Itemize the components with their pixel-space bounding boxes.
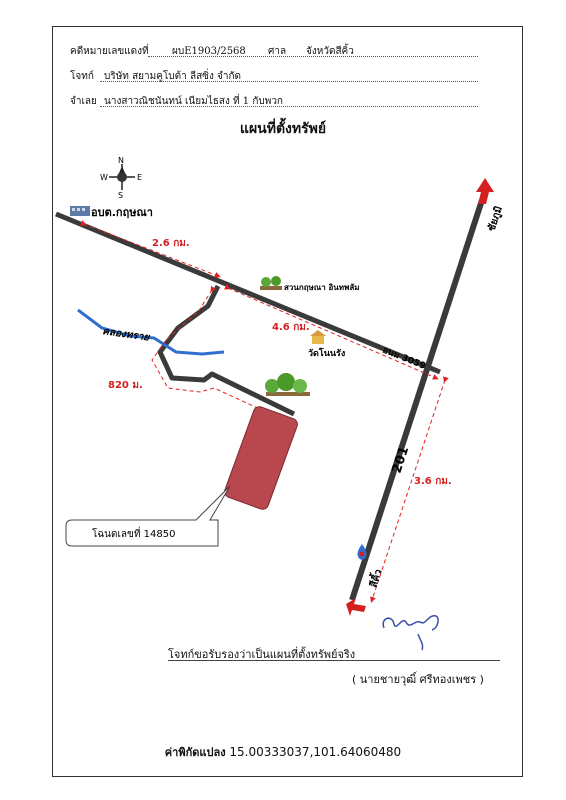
plaintiff-label: โจทก์ [70,71,94,82]
land-parcel [224,406,298,510]
map-title: แผนที่ตั้งทรัพย์ [239,121,327,137]
building-icon [70,206,90,216]
parcel-coordinates: ค่าพิกัดแปลง 15.00333037,101.64060480 [0,743,566,761]
coords-label: ค่าพิกัดแปลง [164,746,226,759]
distance-label-3: 3.6 กม. [414,476,452,487]
compass-s: S [118,191,123,200]
arrow-up-icon [476,178,494,204]
distance-label-2: 4.6 กม. [272,322,310,333]
parcel-callout [65,485,231,547]
court-label: ศาล [268,46,287,57]
park-label: สวนกฤษณา อินทพลัม [284,283,360,292]
plaintiff-name: บริษัท สยามคูโบต้า ลีสซิ่ง จำกัด [104,71,242,82]
distance-arrow-4 [151,285,265,412]
certification-text: โจทก์ขอรับรองว่าเป็นแผนที่ตั้งทรัพย์จริง [168,648,356,661]
defendant-dotted-line [100,106,478,107]
temple-label: วัดโนนรัง [308,347,345,359]
distance-label-1: 2.6 กม. [152,238,190,249]
case-row: คดีหมายเลขแดงที่ ผบE1903/2568 ศาล จังหวั… [70,44,354,59]
defendant-row: จำเลย นางสาวณิชนันทน์ เนียมไธสง ที่ 1 กั… [70,94,283,109]
distance-arrow-3 [370,376,449,603]
distance-label-4: 820 ม. [108,380,143,391]
canal-label: คลองทราย [102,326,151,344]
case-label: คดีหมายเลขแดงที่ [70,46,149,57]
highway-201 [349,199,485,601]
park-tree-icon [260,276,282,290]
signer-name: ( นายชายวุฒิ์ ศรีทองเพชร ) [352,673,484,686]
arrow-down-icon [346,598,366,616]
plaintiff-row: โจทก์ บริษัท สยามคูโบต้า ลีสซิ่ง จำกัด [70,69,241,84]
defendant-name: นางสาวณิชนันทน์ เนียมไธสง ที่ 1 กับพวก [104,96,283,107]
highway-201-label: 201 [390,445,413,475]
compass-rose-icon: N S E W [100,156,142,200]
canal-line [77,308,225,356]
defendant-label: จำเลย [70,96,97,107]
coords-value: 15.00333037,101.64060480 [229,745,402,759]
to-north-label: ชัยภูมิ [485,205,505,234]
page-frame [52,26,523,777]
trees-icon [265,373,310,396]
distance-arrow-1 [80,220,221,278]
road-3059-label: อนม 3059 [381,346,427,372]
plaintiff-dotted-line [100,81,478,82]
signature [382,615,439,651]
to-south-label: สีคิ้ว [366,567,385,589]
road-3059 [55,211,441,375]
gas-station-icon [357,544,367,560]
compass-e: E [137,173,142,182]
parcel-callout-text: โฉนดเลขที่ 14850 [92,526,175,540]
court-name: จังหวัดสีคิ้ว [306,46,354,57]
temple-icon [310,330,326,344]
case-dotted-line [148,56,478,57]
distance-arrow-2 [224,284,439,380]
signature-line [168,660,500,661]
case-number: ผบE1903/2568 [172,46,246,57]
compass-n: N [118,156,124,165]
compass-w: W [100,173,108,182]
sao-label: อบต.กฤษณา [91,206,153,219]
